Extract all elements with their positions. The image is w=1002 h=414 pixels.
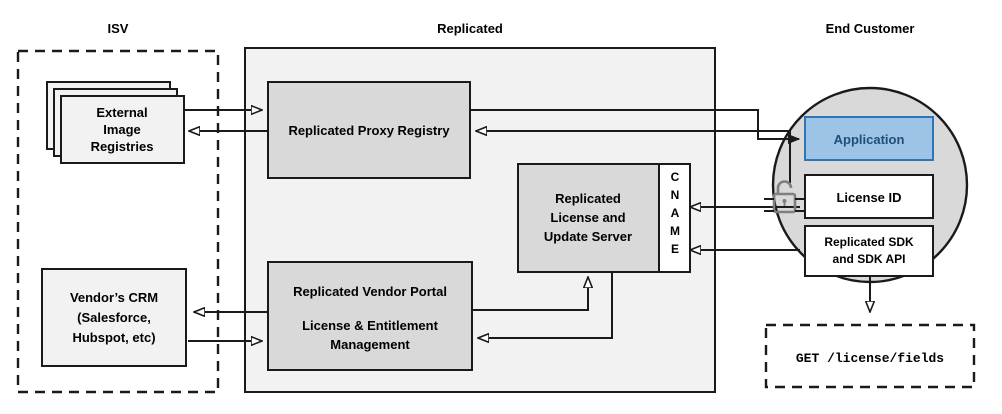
connector-proxy-to-application [470,109,799,139]
connector-portal-to-license-server [472,277,588,311]
license-server-rect [517,163,660,273]
license-server-label-line3: Update Server [544,229,632,244]
sdk-rect [804,225,934,277]
section-title-replicated: Replicated [437,21,503,36]
connector-application-to-proxy [476,131,791,183]
crm-label-line2: (Salesforce, [77,310,151,325]
cname-letter-n: N [671,188,680,202]
api-call-rect [764,323,976,389]
crm-rect [41,268,187,367]
unlock-icon [764,180,805,214]
cname-box[interactable]: C N A M E [658,163,691,273]
cname-letter-c: C [671,170,680,184]
application-label: Application [834,132,905,147]
cname-letter-e: E [671,242,679,256]
sdk-label-line1: Replicated SDK [824,235,914,249]
section-title-end-customer: End Customer [826,21,915,36]
registries-label-line3: Registries [91,139,154,154]
application-rect [804,116,934,161]
replicated-sdk-box[interactable]: Replicated SDK and SDK API [804,225,934,277]
vendor-portal-label-line2: License & Entitlement [302,318,438,333]
proxy-registry-label: Replicated Proxy Registry [288,123,450,138]
application-box[interactable]: Application [804,116,934,161]
registries-label-line1: External [96,105,147,120]
registries-label-line2: Image [103,122,141,137]
license-server-label-line1: Replicated [555,191,621,206]
section-title-isv: ISV [108,21,129,36]
crm-label-line3: Hubspot, etc) [72,330,155,345]
vendors-crm-box[interactable]: Vendor’s CRM (Salesforce, Hubspot, etc) [41,268,187,367]
proxy-registry-rect [267,81,471,179]
api-call-box: GET /license/fields [764,323,976,389]
external-image-registries[interactable]: External Image Registries [46,81,185,164]
cname-rect [658,163,691,273]
replicated-proxy-registry-box[interactable]: Replicated Proxy Registry [267,81,471,179]
license-server-label-line2: License and [550,210,625,225]
cname-letter-m: M [670,224,680,238]
api-call-label: GET /license/fields [796,351,944,366]
registries-stack-front [60,95,185,164]
connector-license-server-to-portal [478,272,613,338]
replicated-vendor-portal-box[interactable]: Replicated Vendor Portal License & Entit… [267,261,473,371]
crm-label-line1: Vendor’s CRM [70,290,158,305]
replicated-license-update-server-box[interactable]: Replicated License and Update Server [517,163,660,273]
vendor-portal-label-line3: Management [330,337,410,352]
vendor-portal-rect [267,261,473,371]
license-id-rect [804,174,934,219]
license-id-label: License ID [836,190,901,205]
cname-letter-a: A [671,206,680,220]
vendor-portal-label-line1: Replicated Vendor Portal [293,284,447,299]
license-id-box[interactable]: License ID [804,174,934,219]
sdk-label-line2: and SDK API [833,252,906,266]
